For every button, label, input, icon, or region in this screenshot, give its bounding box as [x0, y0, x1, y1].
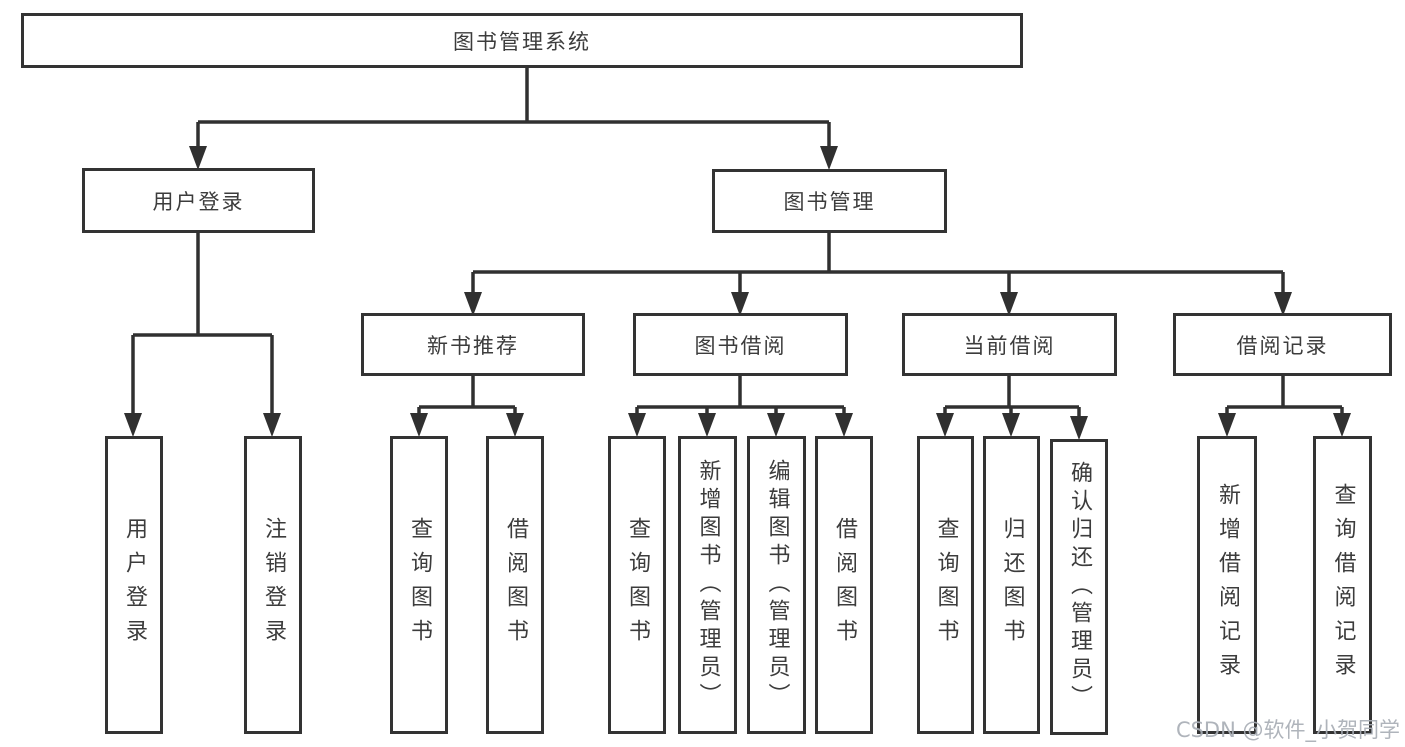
leaf-logout-label: 注销登录: [261, 517, 286, 653]
leaf-borrow-add-book-label: 新增图书（管理员）: [695, 459, 721, 711]
leaf-current-return: 归还图书: [983, 436, 1040, 734]
leaf-newbooks-borrow: 借阅图书: [486, 436, 544, 734]
leaf-logout: 注销登录: [244, 436, 302, 734]
node-book-borrow: 图书借阅: [633, 313, 848, 376]
leaf-newbooks-borrow-label: 借阅图书: [503, 517, 528, 653]
connector-current-to-children: [936, 376, 1088, 440]
leaf-current-confirm-return-label: 确认归还（管理员）: [1067, 461, 1092, 713]
node-current-borrow: 当前借阅: [902, 313, 1117, 376]
connector-bookmgmt-to-level2: [464, 233, 1292, 316]
leaf-borrow-book: 借阅图书: [815, 436, 873, 734]
connector-root-to-level1: [189, 68, 838, 170]
leaf-borrow-add-book: 新增图书（管理员）: [678, 436, 737, 734]
connector-newbooks-to-children: [410, 376, 524, 437]
node-user-login-label: 用户登录: [152, 189, 245, 214]
leaf-user-login: 用户登录: [105, 436, 163, 734]
leaf-records-add: 新增借阅记录: [1197, 436, 1257, 734]
node-root-label: 图书管理系统: [453, 29, 591, 54]
connector-borrow-to-children: [628, 376, 853, 437]
leaf-borrow-edit-book-label: 编辑图书（管理员）: [764, 459, 790, 711]
leaf-current-query: 查询图书: [917, 436, 974, 734]
node-user-login: 用户登录: [82, 168, 315, 233]
node-book-management: 图书管理: [712, 169, 947, 233]
node-borrow-records-label: 借阅记录: [1236, 333, 1329, 358]
leaf-borrow-query-label: 查询图书: [625, 517, 650, 653]
node-new-book-recommend-label: 新书推荐: [427, 333, 519, 358]
watermark-text: CSDN @软件_小贺同学: [1175, 718, 1400, 742]
leaf-user-login-label: 用户登录: [122, 517, 147, 653]
leaf-records-query: 查询借阅记录: [1313, 436, 1372, 734]
node-borrow-records: 借阅记录: [1173, 313, 1392, 376]
node-new-book-recommend: 新书推荐: [361, 313, 585, 376]
node-current-borrow-label: 当前借阅: [963, 333, 1056, 358]
connector-login-to-children: [124, 233, 281, 437]
leaf-current-confirm-return: 确认归还（管理员）: [1050, 439, 1108, 735]
node-root: 图书管理系统: [21, 13, 1023, 68]
leaf-newbooks-query: 查询图书: [390, 436, 448, 734]
leaf-borrow-edit-book: 编辑图书（管理员）: [747, 436, 806, 734]
connector-records-to-children: [1218, 376, 1351, 437]
node-book-borrow-label: 图书借阅: [694, 333, 787, 358]
leaf-borrow-book-label: 借阅图书: [832, 517, 857, 653]
leaf-records-query-label: 查询借阅记录: [1330, 483, 1356, 687]
leaf-current-query-label: 查询图书: [933, 517, 959, 653]
leaf-newbooks-query-label: 查询图书: [407, 517, 432, 653]
leaf-records-add-label: 新增借阅记录: [1215, 483, 1240, 687]
leaf-current-return-label: 归还图书: [999, 517, 1025, 653]
leaf-borrow-query: 查询图书: [608, 436, 666, 734]
node-book-management-label: 图书管理: [783, 190, 876, 214]
